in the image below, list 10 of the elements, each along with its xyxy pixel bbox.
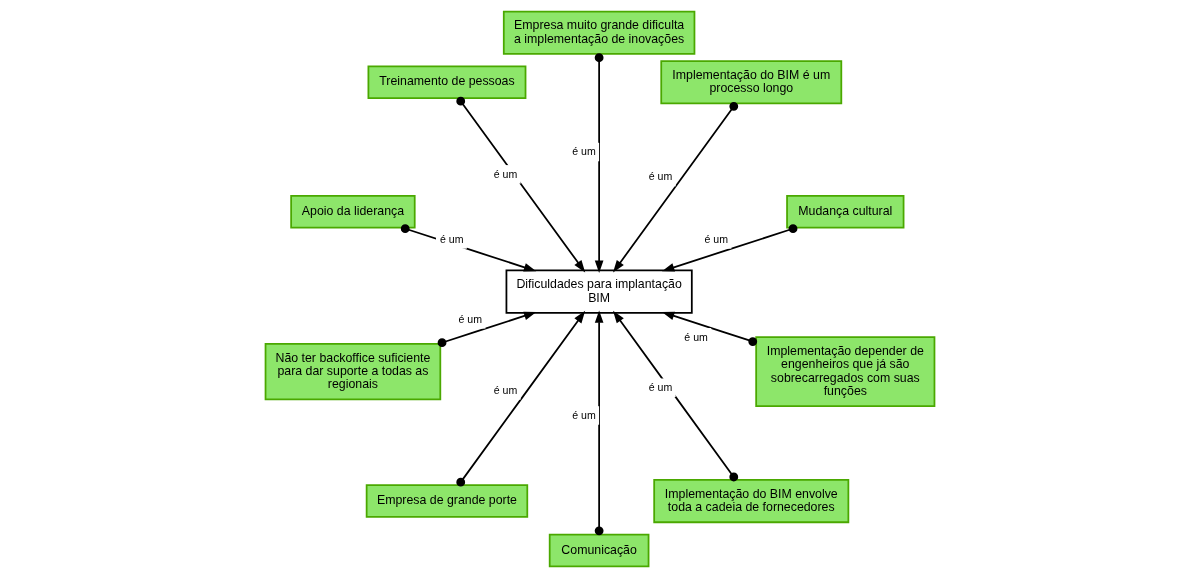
edge-label: é um [683, 330, 708, 343]
edge-label: é um [493, 383, 517, 396]
edge-label: é um [648, 170, 672, 183]
edge-label: é um [571, 145, 596, 158]
edge-label: é um [493, 167, 517, 180]
edge-label: é um [703, 232, 728, 245]
edge-label: é um [457, 312, 482, 325]
edge-label: é um [648, 380, 672, 393]
edge-label: é um [571, 408, 596, 421]
edge-label: é um [439, 232, 463, 245]
